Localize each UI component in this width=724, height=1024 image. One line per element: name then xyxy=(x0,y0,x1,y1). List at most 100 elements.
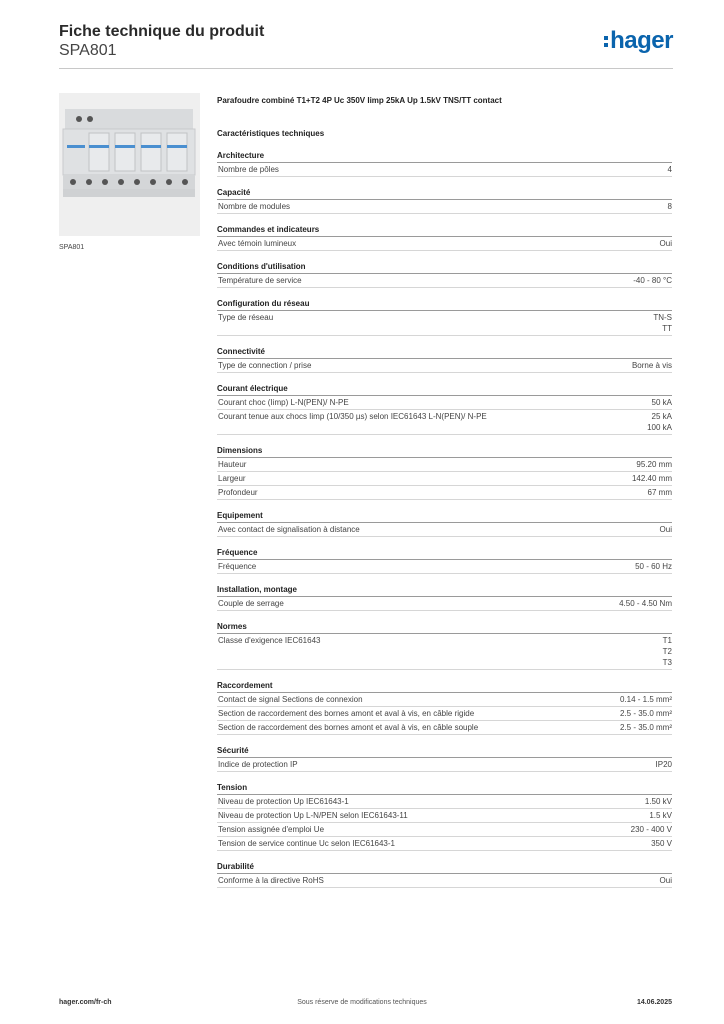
spec-value: 1.5 kV xyxy=(649,811,672,820)
section-title: Durabilité xyxy=(217,861,672,874)
footer-date: 14.06.2025 xyxy=(636,999,672,1006)
spec-value: Oui xyxy=(659,876,672,885)
section-title: Installation, montage xyxy=(217,584,672,597)
spec-row: Conforme à la directive RoHS Oui xyxy=(217,874,672,888)
hager-logo: hager xyxy=(604,27,673,55)
spec-label: Couple de serrage xyxy=(218,599,284,608)
spec-value: 0.14 - 1.5 mm² xyxy=(619,695,672,704)
section-title: Tension xyxy=(217,782,672,795)
spec-row: Contact de signal Sections de connexion 0… xyxy=(217,693,672,707)
spec-row: Fréquence 50 - 60 Hz xyxy=(217,560,672,574)
spec-label: Niveau de protection Up L-N/PEN selon IE… xyxy=(218,811,408,820)
spec-label: Profondeur xyxy=(218,488,258,497)
spec-row: Niveau de protection Up IEC61643-1 1.50 k… xyxy=(217,795,672,809)
spec-values: 142.40 mm xyxy=(632,473,672,484)
section-title: Conditions d'utilisation xyxy=(217,261,672,274)
spec-label: Contact de signal Sections de connexion xyxy=(218,695,363,704)
spec-label: Avec contact de signalisation à distance xyxy=(218,525,360,534)
spec-label: Température de service xyxy=(218,276,302,285)
spec-value: TT xyxy=(662,324,672,333)
spec-values: Borne à vis xyxy=(632,360,672,371)
spec-value: 95.20 mm xyxy=(636,460,672,469)
spec-value: 350 V xyxy=(651,839,672,848)
spec-label: Section de raccordement des bornes amont… xyxy=(218,723,479,732)
spec-label: Section de raccordement des bornes amont… xyxy=(218,709,475,718)
spec-label: Fréquence xyxy=(218,562,257,571)
spec-row: Courant tenue aux chocs Iimp (10/350 µs)… xyxy=(217,410,672,435)
spec-values: 230 - 400 V xyxy=(631,824,672,835)
spec-row: Température de service -40 - 80 °C xyxy=(217,274,672,288)
spec-content: Parafoudre combiné T1+T2 4P Uc 350V Iimp… xyxy=(217,95,672,898)
spec-label: Hauteur xyxy=(218,460,247,469)
logo-dots-icon xyxy=(604,33,609,50)
section-title: Architecture xyxy=(217,150,672,163)
spec-values: Oui xyxy=(660,238,672,249)
section-title: Commandes et indicateurs xyxy=(217,224,672,237)
spec-values: -40 - 80 °C xyxy=(633,275,672,286)
spec-value: Borne à vis xyxy=(631,361,672,370)
tech-heading: Caractéristiques techniques xyxy=(217,129,325,138)
section-title: Equipement xyxy=(217,510,672,523)
product-image xyxy=(59,93,200,236)
image-caption: SPA801 xyxy=(59,244,85,251)
spec-value: 4 xyxy=(667,165,672,174)
section-title: Capacité xyxy=(217,187,672,200)
spec-value: -40 - 80 °C xyxy=(633,276,672,285)
section-title: Sécurité xyxy=(217,745,672,758)
spec-label: Conforme à la directive RoHS xyxy=(218,876,324,885)
section-title: Dimensions xyxy=(217,445,672,458)
spec-value: 4.50 - 4.50 Nm xyxy=(619,599,672,608)
spec-values: 2.5 - 35.0 mm² xyxy=(620,722,672,733)
spec-value: T3 xyxy=(662,658,672,667)
spec-value: 50 - 60 Hz xyxy=(635,562,672,571)
spec-row: Section de raccordement des bornes amont… xyxy=(217,721,672,735)
spec-row: Courant choc (Iimp) L-N(PEN)/ N-PE 50 kA xyxy=(217,396,672,410)
spec-value: 67 mm xyxy=(647,488,672,497)
spec-value: 2.5 - 35.0 mm² xyxy=(619,723,672,732)
spec-label: Nombre de modules xyxy=(218,202,291,211)
spec-label: Niveau de protection Up IEC61643-1 xyxy=(218,797,349,806)
spec-value: 100 kA xyxy=(647,423,672,432)
product-name: Parafoudre combiné T1+T2 4P Uc 350V Iimp… xyxy=(217,96,502,105)
spec-values: 350 V xyxy=(651,838,672,849)
footer-notice: Sous réserve de modifications techniques xyxy=(297,999,427,1006)
surge-protector-device-icon xyxy=(59,93,200,236)
spec-label: Type de connection / prise xyxy=(218,361,312,370)
spec-values: 1.5 kV xyxy=(649,810,672,821)
spec-row: Couple de serrage 4.50 - 4.50 Nm xyxy=(217,597,672,611)
spec-values: 2.5 - 35.0 mm² xyxy=(620,708,672,719)
spec-row: Profondeur 67 mm xyxy=(217,486,672,500)
footer-website: hager.com/fr-ch xyxy=(59,999,112,1006)
spec-value: T2 xyxy=(662,647,672,656)
spec-label: Courant choc (Iimp) L-N(PEN)/ N-PE xyxy=(218,398,349,407)
spec-value: Oui xyxy=(659,525,672,534)
spec-label: Type de réseau xyxy=(218,313,274,322)
spec-label: Classe d'exigence IEC61643 xyxy=(218,636,321,645)
spec-value: T1 xyxy=(662,636,672,645)
spec-value: IP20 xyxy=(655,760,672,769)
spec-row: Avec contact de signalisation à distance… xyxy=(217,523,672,537)
spec-values: 0.14 - 1.5 mm² xyxy=(620,694,672,705)
section-title: Courant électrique xyxy=(217,383,672,396)
spec-values: 67 mm xyxy=(648,487,672,498)
spec-values: 8 xyxy=(668,201,672,212)
spec-values: 1.50 kV xyxy=(645,796,672,807)
spec-values: 50 kA xyxy=(652,397,672,408)
